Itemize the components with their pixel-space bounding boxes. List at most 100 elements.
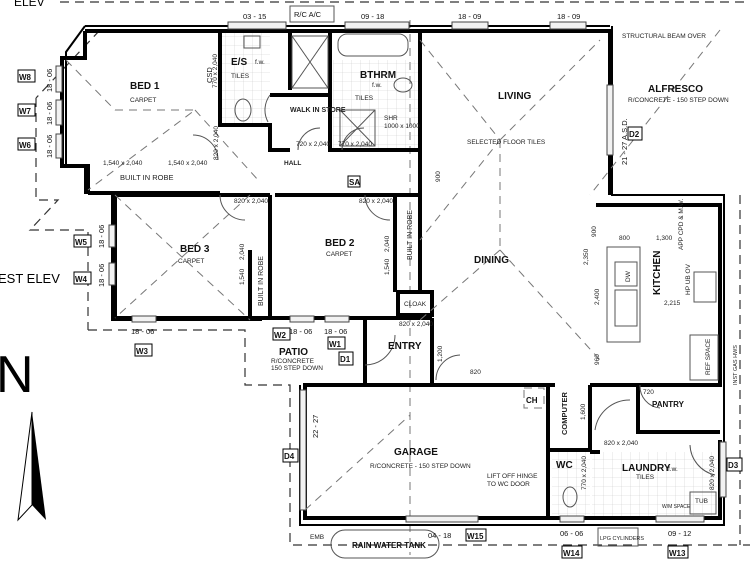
ch-box xyxy=(523,387,545,409)
living-finish: SELECTED FLOOR TILES xyxy=(467,139,546,146)
bed1-label: BED 1 xyxy=(130,81,160,92)
hall-label: HALL xyxy=(284,160,301,167)
sa-label: SA xyxy=(349,178,360,187)
laundry-label: LAUNDRY xyxy=(622,463,671,474)
store-door-dim: 720 x 2,040 xyxy=(296,141,330,148)
dim-w15: 04 - 18 xyxy=(428,531,451,540)
dim-w4: 18 - 06 xyxy=(97,264,106,287)
w14-tag: W14 xyxy=(563,549,580,558)
door-swings xyxy=(192,94,716,476)
w5-tag: W5 xyxy=(75,238,88,247)
garage-finish: R/CONCRETE - 150 STEP DOWN xyxy=(370,463,471,470)
d1-tag: D1 xyxy=(340,355,351,364)
dim-w6: 18 - 06 xyxy=(45,135,54,158)
misc-labels: R/C A/C SA CH EMB RAIN WATER TANK LPG CY… xyxy=(0,0,739,550)
d4-tag: D4 xyxy=(284,452,295,461)
dim-bed1-door: 820 x 2,040 xyxy=(213,126,220,160)
dim-w13: 09 - 12 xyxy=(668,529,691,538)
dim-bed2-door: 820 x 2,040 xyxy=(359,198,393,205)
ch-label: CH xyxy=(526,396,538,405)
window-tags: W8 W7 W6 W5 W4 W3 W2 W1 D1 D2 D3 D4 W15 … xyxy=(17,69,743,559)
patio-label: PATIO xyxy=(279,347,308,358)
bathtub-icon xyxy=(337,33,409,57)
laundry-finish: TILES xyxy=(636,474,655,481)
dim-bed3-robe-w: 1,540 xyxy=(239,268,246,285)
dim-k-800: 800 xyxy=(619,235,630,242)
dim-k-1300: 1,300 xyxy=(656,235,673,242)
computer-label: COMPUTER xyxy=(560,392,569,436)
dim-bed3-door: 820 x 2,040 xyxy=(234,198,268,205)
shower-icon xyxy=(339,109,376,147)
dim-d4: 22 - 27 xyxy=(311,415,320,438)
dw-label: DW xyxy=(625,270,632,282)
dim-robe-door-1: 1,540 x 2,040 xyxy=(103,160,143,167)
dim-k-960: 960 xyxy=(594,354,601,365)
bed3-finish: CARPET xyxy=(178,258,204,265)
ensuite-fw: f.w. xyxy=(255,59,265,66)
dim-w5: 18 - 06 xyxy=(97,225,106,248)
dim-w3: 18 - 06 xyxy=(131,327,154,336)
dim-w14: 06 - 06 xyxy=(560,529,583,538)
dimension-labels: 03 - 15 09 - 18 18 - 09 18 - 09 18 - 06 … xyxy=(45,12,716,540)
emb-label: EMB xyxy=(310,534,324,541)
dim-w1: 18 - 06 xyxy=(324,327,347,336)
bed1-finish: CARPET xyxy=(130,97,156,104)
bathroom-label: BTHRM xyxy=(360,70,396,81)
w8-tag: W8 xyxy=(19,73,32,82)
walk-in-store-label: WALK IN STORE xyxy=(290,107,346,114)
dim-bed2-robe-w: 1,540 xyxy=(384,258,391,275)
bed2-label: BED 2 xyxy=(325,238,355,249)
w4-tag: W4 xyxy=(75,275,88,284)
dim-bath-window: 09 - 18 xyxy=(361,12,384,21)
bed2-finish: CARPET xyxy=(326,251,352,258)
dim-bed3-robe-h: 2,040 xyxy=(239,243,246,260)
bath-door-dim: 770 x 2,040 xyxy=(338,141,372,148)
garage-label: GARAGE xyxy=(394,447,438,458)
structural-beam-label: STRUCTURAL BEAM OVER xyxy=(622,33,706,40)
bed3-robe-label: BUILT IN ROBE xyxy=(258,256,265,306)
fixtures xyxy=(234,5,719,559)
dim-cloak-door: 820 x 2,040 xyxy=(399,321,433,328)
pantry-label: PANTRY xyxy=(652,400,685,409)
lift-off-note: LIFT OFF HINGE xyxy=(487,473,538,480)
sink-icon xyxy=(614,289,638,327)
csd-label: CSD xyxy=(205,67,214,83)
dim-k-2215: 2,215 xyxy=(664,300,681,307)
dim-k-2350: 2,350 xyxy=(583,248,590,265)
dim-d2: 21 - 27 A.S.D. xyxy=(620,118,629,165)
tub-label: TUB xyxy=(695,498,708,505)
elevation-marker-top: ELEV xyxy=(14,0,45,9)
bathroom-finish: TILES xyxy=(355,95,374,102)
laundry-fw: f.w. xyxy=(668,466,678,473)
w3-tag: W3 xyxy=(136,347,149,356)
windows xyxy=(55,21,727,523)
shower-size: 1000 x 1000 xyxy=(384,123,420,130)
cloak-label: CLOAK xyxy=(404,301,427,308)
shower-icon xyxy=(291,35,329,89)
dim-w2: 18 - 06 xyxy=(289,327,312,336)
app-label: APP CPD & M.W. xyxy=(678,199,685,250)
patio-step: 150 STEP DOWN xyxy=(271,365,323,372)
dim-robe-door-2: 1,540 x 2,040 xyxy=(168,160,208,167)
dim-k-900: 900 xyxy=(591,226,598,237)
inst-gas-label: INST GAS HWS xyxy=(733,345,739,385)
room-labels: BED 1 CARPET E/S f.w. TILES CSD 770 x 2,… xyxy=(120,33,729,510)
d3-tag: D3 xyxy=(728,461,739,470)
rc-ac-unit xyxy=(289,5,335,23)
dim-laundry-door: 820 x 2,040 xyxy=(604,440,638,447)
rain-water-tank xyxy=(330,529,440,559)
dim-k-2400: 2,400 xyxy=(594,288,601,305)
dim-w7: 18 - 06 xyxy=(45,102,54,125)
rc-ac-label: R/C A/C xyxy=(294,10,322,19)
dim-entry-1200: 1,200 xyxy=(437,345,444,362)
w13-tag: W13 xyxy=(669,549,686,558)
elevation-marker-west: EST ELEV xyxy=(0,271,60,286)
dim-bed2-robe-h: 2,040 xyxy=(384,235,391,252)
lpg-cylinders xyxy=(597,527,639,547)
w1-tag: W1 xyxy=(329,340,342,349)
rain-water-tank-label: RAIN WATER TANK xyxy=(352,541,426,550)
wm-space-label: W/M SPACE xyxy=(662,504,691,510)
shower-label: SHR xyxy=(384,115,398,122)
north-label: N xyxy=(0,346,34,404)
